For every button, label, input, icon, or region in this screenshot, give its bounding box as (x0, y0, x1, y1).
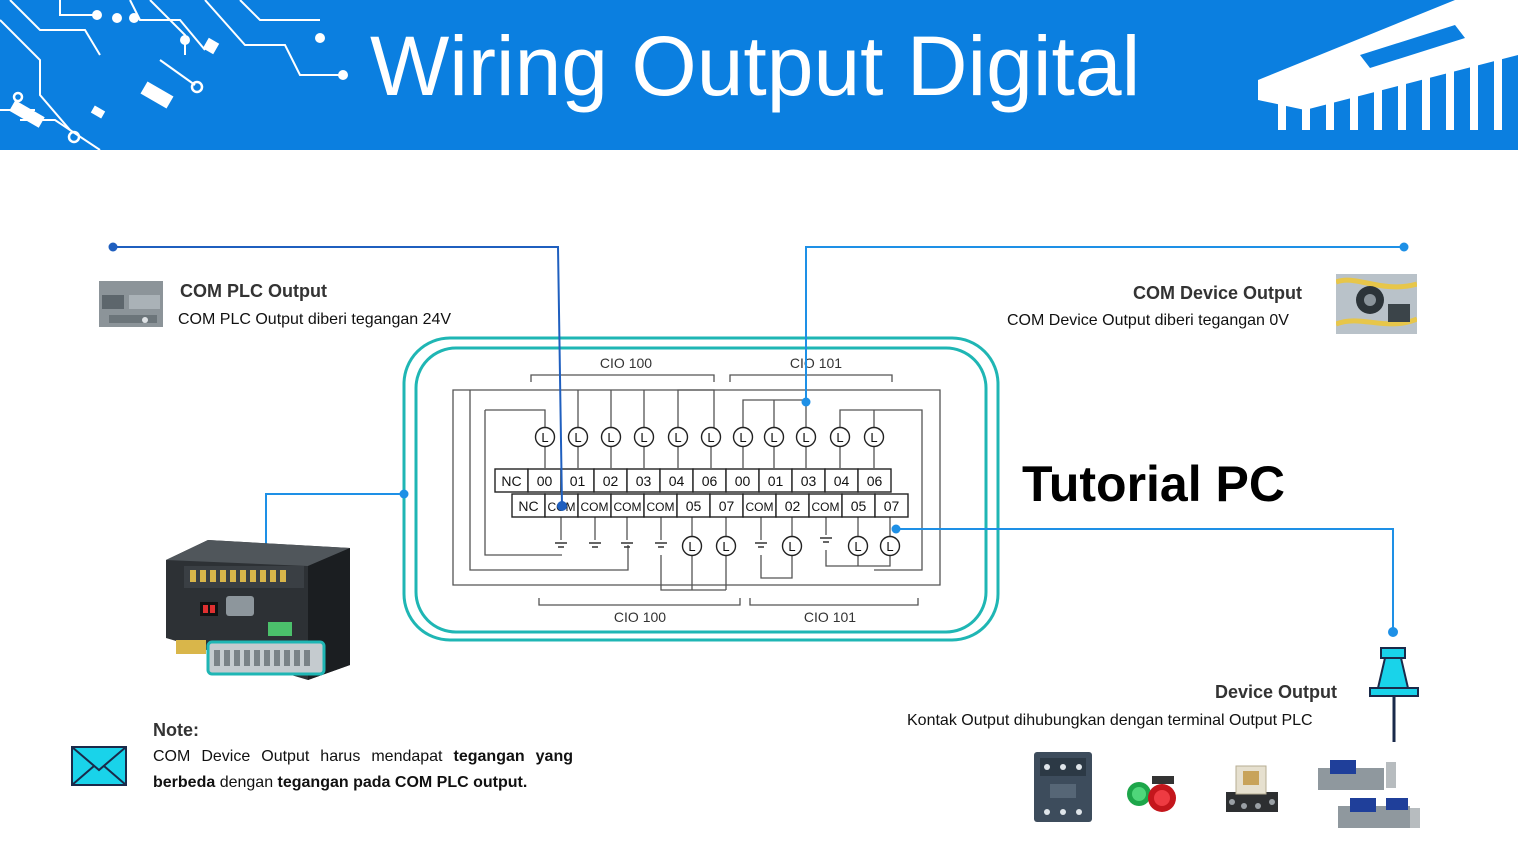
load-label-9: L (836, 430, 843, 445)
terminal-label-top-7: 00 (735, 473, 751, 489)
terminal-label-bottom-6: 07 (719, 498, 735, 514)
note-text-1: COM Device Output harus mendapat (153, 748, 454, 765)
terminal-label-top-2: 01 (570, 473, 586, 489)
com-device-title: COM Device Output (1133, 283, 1303, 303)
load-circle-5 (700, 426, 722, 448)
load-circle-2 (600, 426, 622, 448)
contactor-photo (1034, 752, 1092, 822)
load-circle-10 (863, 426, 885, 448)
terminal-bottom-11 (874, 493, 909, 518)
circuit-decoration-left (0, 0, 348, 150)
load-label-4: L (674, 430, 681, 445)
load-circle-1 (567, 426, 589, 448)
note-emphasis-1: tegangan yang berbeda (153, 748, 574, 791)
terminal-label-top-11: 06 (867, 473, 883, 489)
highlight-frame-outer (402, 336, 1000, 642)
load-circle-11 (681, 535, 703, 557)
callout-line-device-output (896, 528, 1394, 630)
terminal-row-top: NC 00 01 02 03 04 06 00 01 03 04 06 (494, 468, 892, 493)
device-output-desc: Kontak Output dihubungkan dengan termina… (907, 712, 1313, 729)
load-label-14: L (854, 539, 861, 554)
terminal-label-bottom-3: COM (614, 500, 642, 514)
callout-line-com-plc (113, 246, 563, 507)
terminal-label-top-9: 03 (801, 473, 817, 489)
terminal-top-11 (857, 468, 892, 493)
page-title: Wiring Output Digital (370, 19, 1141, 113)
group-label-bottom-right: CIO 101 (804, 609, 856, 625)
envelope-icon (71, 746, 127, 786)
brand-label: Tutorial PC (1022, 456, 1285, 512)
load-label-7: L (770, 430, 777, 445)
load-circle-9 (829, 426, 851, 448)
terminal-label-top-4: 03 (636, 473, 652, 489)
load-circle-7 (763, 426, 785, 448)
terminal-label-bottom-4: COM (647, 500, 675, 514)
terminal-label-top-1: 00 (537, 473, 553, 489)
load-label-3: L (640, 430, 647, 445)
com-plc-desc: COM PLC Output diberi tegangan 24V (178, 311, 452, 328)
pilot-lamp-photo (1127, 776, 1176, 812)
terminal-label-bottom-8: 02 (785, 498, 801, 514)
load-circle-15 (879, 535, 901, 557)
load-label-5: L (707, 430, 714, 445)
load-circle-6 (732, 426, 754, 448)
group-label-top-right: CIO 101 (790, 355, 842, 371)
group-label-bottom-left: CIO 100 (614, 609, 666, 625)
terminal-label-bottom-0: NC (518, 498, 538, 514)
terminal-label-top-3: 02 (603, 473, 619, 489)
load-circle-12 (715, 535, 737, 557)
note-body: COM Device Output harus mendapat teganga… (153, 744, 573, 796)
load-label-6: L (739, 430, 746, 445)
terminal-label-bottom-7: COM (746, 500, 774, 514)
header-banner: Wiring Output Digital (0, 0, 1518, 150)
load-circle-0 (534, 426, 556, 448)
terminal-label-bottom-9: COM (812, 500, 840, 514)
push-pin-icon (1369, 647, 1419, 742)
load-circle-13 (781, 535, 803, 557)
com-plc-title: COM PLC Output (180, 281, 327, 301)
load-label-15: L (886, 539, 893, 554)
terminal-label-top-10: 04 (834, 473, 850, 489)
com-device-desc: COM Device Output diberi tegangan 0V (1007, 312, 1289, 329)
load-label-0: L (541, 430, 548, 445)
load-circle-4 (667, 426, 689, 448)
load-label-12: L (722, 539, 729, 554)
device-output-title: Device Output (1215, 682, 1338, 702)
terminal-label-top-8: 01 (768, 473, 784, 489)
terminal-label-top-5: 04 (669, 473, 685, 489)
terminal-label-bottom-11: 07 (884, 498, 900, 514)
terminal-label-bottom-10: 05 (851, 498, 867, 514)
load-circle-8 (795, 426, 817, 448)
terminal-label-top-0: NC (501, 473, 521, 489)
note-heading: Note: (153, 720, 199, 740)
com-terminal-photo (99, 281, 163, 327)
com-device-photo (1336, 274, 1417, 334)
note-emphasis-2: tegangan pada COM PLC output. (277, 774, 528, 791)
highlight-frame-inner (414, 346, 988, 634)
terminal-label-bottom-5: 05 (686, 498, 702, 514)
note-text-2: dengan (215, 774, 278, 791)
load-symbols: L L L L L L L L L L L L L L L L (534, 426, 901, 557)
plc-device-photo (166, 540, 350, 680)
chip-icon (1258, 0, 1518, 130)
load-circle-14 (847, 535, 869, 557)
group-label-top-left: CIO 100 (600, 355, 652, 371)
load-label-2: L (607, 430, 614, 445)
load-label-11: L (688, 539, 695, 554)
load-label-13: L (788, 539, 795, 554)
terminal-label-top-6: 06 (702, 473, 718, 489)
terminal-row-bottom: NCCOMCOMCOMCOM0507COM02COM0507 (511, 493, 909, 518)
load-label-10: L (870, 430, 877, 445)
load-label-8: L (802, 430, 809, 445)
callout-line-com-device (805, 246, 1404, 401)
solenoid-valve-photo (1318, 760, 1420, 828)
relay-photo (1226, 765, 1278, 812)
load-label-1: L (574, 430, 581, 445)
terminal-label-bottom-2: COM (581, 500, 609, 514)
load-circle-3 (633, 426, 655, 448)
